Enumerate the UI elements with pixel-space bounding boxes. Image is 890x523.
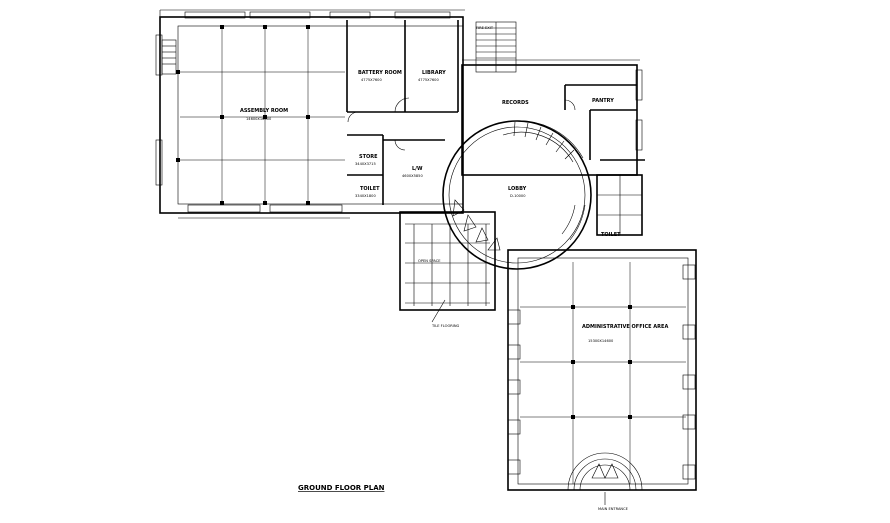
lw-label: L/W bbox=[412, 166, 423, 172]
assembly-room-label: ASSEMBLY ROOM bbox=[240, 108, 288, 114]
toilet-left-label: TOILET bbox=[360, 186, 380, 192]
records-label: RECORDS bbox=[502, 100, 529, 106]
assembly-room-size: 14600X16500 bbox=[246, 117, 272, 121]
lobby-size: D-10000 bbox=[510, 194, 526, 198]
store-size: 3440X3715 bbox=[355, 162, 376, 166]
toilet-left-size: 3340X1800 bbox=[355, 194, 376, 198]
battery-room-size: 4775X7600 bbox=[361, 78, 382, 82]
lobby-rotunda bbox=[442, 120, 592, 270]
assembly-block bbox=[155, 9, 465, 219]
pantry-label: PANTRY bbox=[592, 98, 614, 104]
lobby-label: LOBBY bbox=[508, 186, 527, 192]
records-block bbox=[461, 21, 645, 176]
toilet-right-label: TOILET bbox=[601, 232, 621, 238]
library-label: LIBRARY bbox=[422, 70, 446, 76]
stair-left bbox=[161, 39, 177, 75]
tile-flooring-note: TILE FLOORING bbox=[431, 324, 460, 328]
plan-title: GROUND FLOOR PLAN bbox=[298, 484, 385, 492]
main-entrance-steps bbox=[567, 452, 643, 491]
assembly-columns bbox=[176, 25, 310, 205]
open-space-note: OPEN SPACE bbox=[418, 259, 441, 263]
battery-room-label: BATTERY ROOM bbox=[358, 70, 402, 76]
admin-label: ADMINISTRATIVE OFFICE AREA bbox=[582, 324, 668, 330]
main-entrance-note: MAIN ENTRANCE bbox=[598, 507, 629, 511]
admin-size: 15300X14600 bbox=[588, 339, 614, 343]
admin-block bbox=[507, 249, 697, 491]
toilet-right-block bbox=[596, 174, 643, 236]
fire-exit-note: FIRE EXIT bbox=[476, 26, 494, 30]
lw-size: 4600X5850 bbox=[402, 174, 423, 178]
assembly-grid bbox=[180, 28, 345, 203]
library-size: 4775X7600 bbox=[418, 78, 439, 82]
tile-court bbox=[399, 211, 496, 323]
store-label: STORE bbox=[359, 154, 378, 160]
